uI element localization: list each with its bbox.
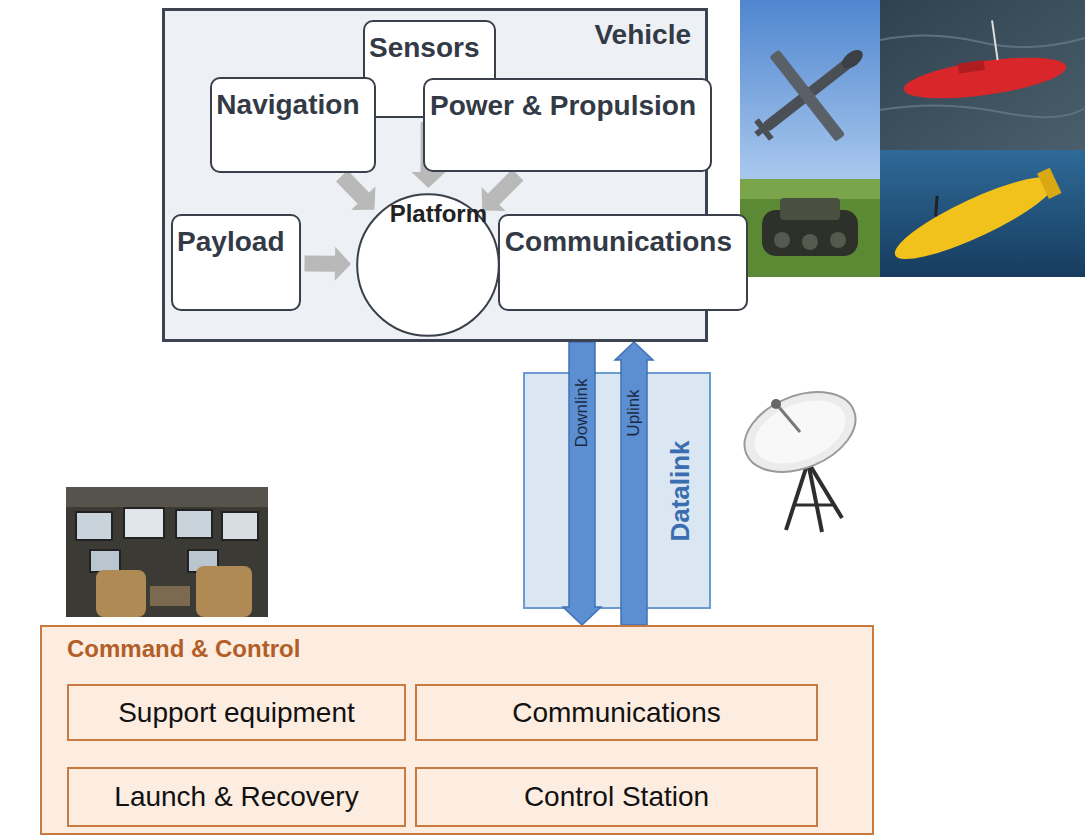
node-label: Support equipment — [118, 697, 355, 729]
node-label: Payload — [177, 224, 284, 259]
satellite-dish — [733, 377, 868, 532]
link-label: Downlink — [572, 378, 592, 447]
panel-title: Command & Control — [67, 635, 300, 663]
platform-circle: Platform — [355, 192, 501, 338]
component-box: Support equipment — [67, 684, 406, 741]
node-label: Platform — [390, 200, 487, 228]
component-box: Communications — [415, 684, 818, 741]
control-room-photo — [66, 487, 268, 617]
panel-title: Vehicle — [594, 19, 691, 51]
datalink-panel — [524, 373, 710, 608]
subsystem-box: Payload — [171, 214, 301, 311]
panel-title: Datalink — [665, 440, 696, 541]
datalink-arrow — [563, 342, 601, 625]
command-control-panel: Command & ControlSupport equipment Commun… — [40, 625, 874, 835]
vehicle-panel: Vehicle SensorsNavigation Power & Propulsi… — [162, 8, 708, 342]
node-label: Communications — [512, 697, 721, 729]
block-arrow — [304, 247, 351, 281]
node-label: Sensors — [369, 30, 480, 65]
node-label: Navigation — [216, 87, 359, 122]
component-box: Control Station — [415, 767, 818, 827]
node-label: Control Station — [524, 781, 709, 813]
node-label: Power & Propulsion — [430, 88, 696, 123]
subsystem-box: Communications — [498, 214, 748, 311]
datalink-panel: Datalink — [524, 373, 710, 608]
datalink-arrow — [615, 342, 653, 625]
subsystem-box: Power & Propulsion — [423, 78, 712, 172]
component-box: Launch & Recovery — [67, 767, 406, 827]
subsystem-box: Navigation — [210, 77, 376, 173]
vehicle-photos — [724, 0, 1085, 277]
block-arrow — [336, 170, 376, 210]
node-label: Communications — [505, 224, 732, 259]
node-label: Launch & Recovery — [114, 781, 358, 813]
block-arrow — [482, 169, 524, 211]
link-label: Uplink — [624, 389, 644, 436]
